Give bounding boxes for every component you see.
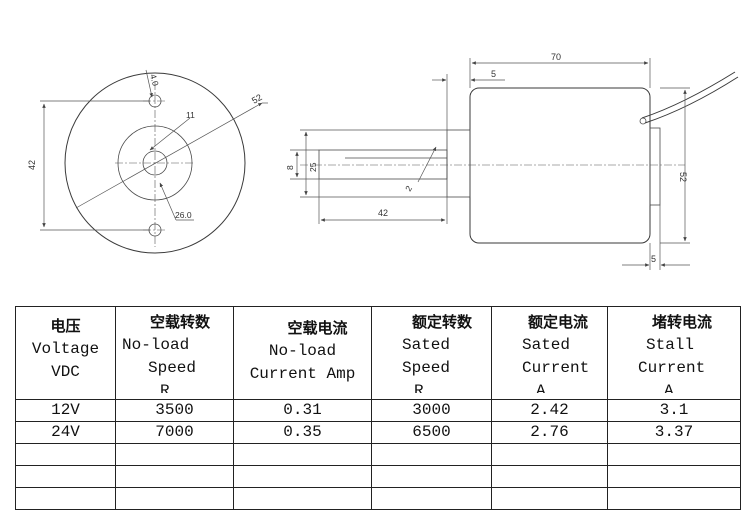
motor-face-outline	[64, 72, 246, 254]
table-cell	[491, 487, 608, 510]
header-rated-current-en-3: A	[536, 382, 546, 393]
rear-cap	[649, 127, 661, 206]
table-cell	[607, 443, 741, 466]
header-stall-current: 堵转电流 Stall Current A	[607, 306, 741, 400]
dim-label-5-bottom: 5	[651, 254, 656, 264]
header-noload-speed-cn: 空载转数	[150, 313, 211, 331]
table-header-row: 电压 Voltage VDC 空载转数 No-load Speed R 空载电流…	[15, 306, 741, 400]
table-cell	[491, 465, 608, 488]
table-row: 24V 7000 0.35 6500 2.76 3.37	[15, 421, 741, 444]
spec-table: 电压 Voltage VDC 空载转数 No-load Speed R 空载电流…	[15, 306, 741, 510]
header-rated-current-en-1: Sated	[522, 336, 571, 354]
table-row	[15, 465, 741, 488]
dim-label-5-top: 5	[491, 69, 496, 79]
table-row: 12V 3500 0.31 3000 2.42 3.1	[15, 399, 741, 422]
table-cell	[15, 443, 116, 466]
side-view: 70 5 8 25 2 42 52 5	[285, 52, 739, 270]
dim-label-11: 11	[186, 110, 195, 120]
motor-body	[469, 87, 651, 244]
table-cell: 2.42	[491, 399, 608, 422]
header-noload-speed-en-3: R	[160, 382, 170, 393]
header-stall-current-en-2: Current	[638, 359, 706, 377]
table-cell: 0.35	[233, 421, 372, 444]
dim-label-2: 2	[403, 184, 414, 193]
table-cell: 2.76	[491, 421, 608, 444]
table-cell	[15, 465, 116, 488]
table-cell	[607, 465, 741, 488]
motor-shaft	[318, 149, 448, 180]
header-rated-current-cn: 额定电流	[528, 313, 589, 331]
table-row	[15, 487, 741, 510]
header-noload-current: 空载电流 No-load Current Amp	[233, 306, 372, 400]
header-rated-speed-en-2: Speed	[402, 359, 451, 377]
table-cell	[115, 487, 234, 510]
table-cell	[115, 465, 234, 488]
table-cell	[491, 443, 608, 466]
header-noload-speed-en-2: Speed	[148, 359, 197, 377]
table-cell	[371, 443, 492, 466]
header-noload-current-en-1: No-load	[268, 342, 337, 360]
table-cell: 24V	[15, 421, 116, 444]
dim-label-25: 25	[308, 162, 318, 172]
table-cell: 12V	[15, 399, 116, 422]
header-noload-current-cn: 空载电流	[287, 319, 348, 337]
table-cell	[607, 487, 741, 510]
header-rated-current-en-2: Current	[522, 359, 590, 377]
table-cell	[233, 465, 372, 488]
table-cell: 3.1	[607, 399, 741, 422]
header-rated-speed-cn: 额定转数	[412, 313, 473, 331]
motor-boss	[446, 129, 471, 198]
dim-label-8: 8	[285, 165, 295, 170]
header-stall-current-en-3: A	[664, 382, 674, 393]
dim-label-26: 26.0	[175, 210, 192, 220]
dim-label-4: 4.0	[148, 73, 161, 87]
motor-technical-drawing: 42 52 11 26.0 4.0	[27, 52, 739, 270]
front-view: 42 52 11 26.0 4.0	[27, 69, 268, 254]
header-rated-speed-en-1: Sated	[402, 336, 451, 354]
table-cell	[115, 443, 234, 466]
header-noload-speed-en-1: No-load	[122, 336, 190, 354]
table-row	[15, 443, 741, 466]
table-cell: 6500	[371, 421, 492, 444]
table-cell: 0.31	[233, 399, 372, 422]
lead-wire	[641, 71, 736, 119]
header-rated-speed-en-3: R	[414, 382, 424, 393]
header-stall-current-cn: 堵转电流	[652, 313, 713, 331]
dim-label-42-side: 42	[378, 208, 388, 218]
header-voltage-cn: 电压	[50, 317, 81, 335]
header-rated-speed: 额定转数 Sated Speed R	[371, 306, 492, 400]
dim-label-42-front: 42	[27, 160, 37, 170]
table-cell: 3.37	[607, 421, 741, 444]
table-cell: 7000	[115, 421, 234, 444]
table-cell	[15, 487, 116, 510]
dim-label-70: 70	[551, 52, 561, 62]
header-voltage: 电压 Voltage VDC	[15, 306, 116, 400]
table-cell	[233, 487, 372, 510]
dim-label-52-front: 52	[250, 92, 264, 106]
header-noload-current-en-2: Current Amp	[249, 365, 356, 383]
header-rated-current: 额定电流 Sated Current A	[491, 306, 608, 400]
header-voltage-en-2: VDC	[51, 363, 80, 381]
header-stall-current-en-1: Stall	[646, 336, 695, 354]
table-cell: 3000	[371, 399, 492, 422]
table-cell	[371, 487, 492, 510]
table-cell	[233, 443, 372, 466]
header-voltage-en-1: Voltage	[31, 340, 100, 358]
header-noload-speed: 空载转数 No-load Speed R	[115, 306, 234, 400]
table-cell: 3500	[115, 399, 234, 422]
table-cell	[371, 465, 492, 488]
dim-label-52-side: 52	[678, 172, 688, 182]
